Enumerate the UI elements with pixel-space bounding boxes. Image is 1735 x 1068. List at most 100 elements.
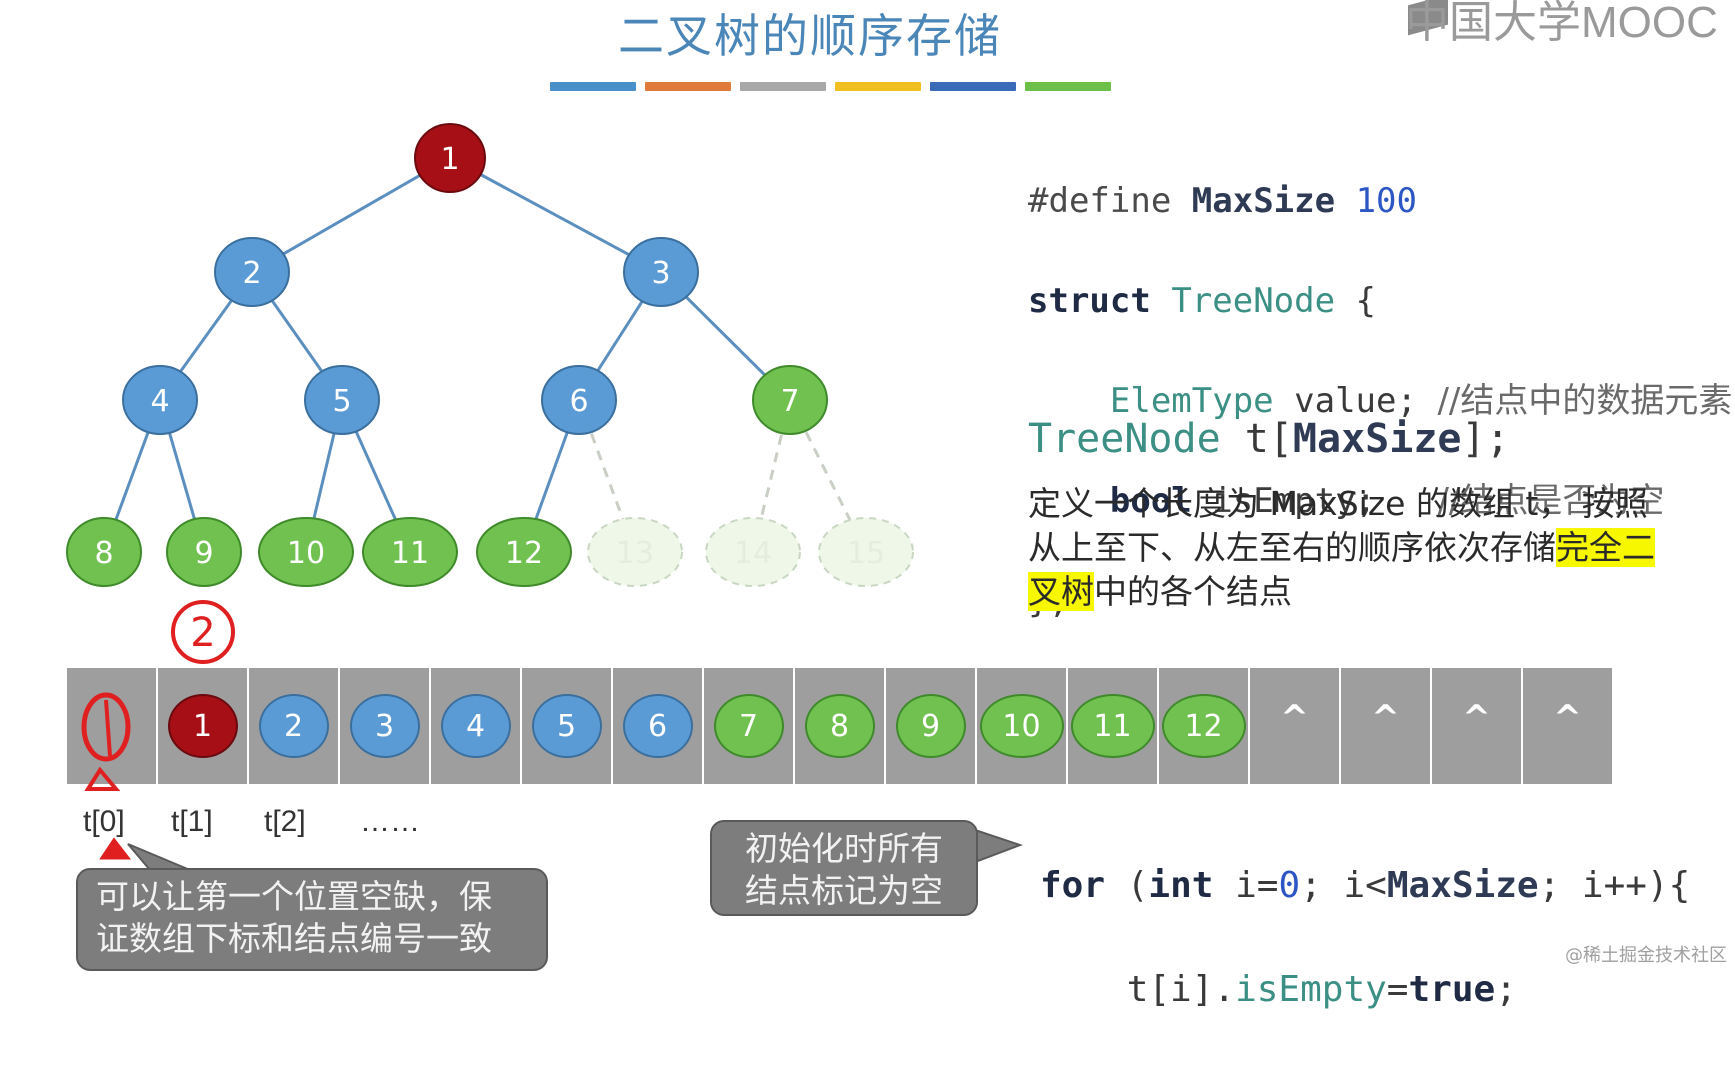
accent-bars	[550, 82, 1111, 91]
array-cell-15: ^	[1432, 668, 1523, 784]
tree-edge-1-3	[449, 156, 662, 274]
code-line-for: for (int i=0; i<MaxSize; i++){	[1040, 865, 1691, 906]
array-node-ball: 9	[895, 694, 966, 758]
tree-node-label: 6	[569, 384, 588, 419]
tree-node-label: 14	[734, 536, 772, 571]
accent-bar-1	[645, 82, 731, 91]
index-label-ellipsis: ……	[360, 805, 420, 838]
tree-node-label: 13	[616, 536, 654, 571]
code-line-isempty: bool isEmpty; //结点是否为空	[1109, 481, 1665, 521]
tree-node-3: 3	[623, 237, 699, 307]
array-cell-4: 4	[431, 668, 522, 784]
array-cell-2: 2	[249, 668, 340, 784]
tree-node-9: 9	[166, 517, 242, 587]
tree-node-label: 2	[242, 256, 261, 291]
array-cell-5: 5	[522, 668, 613, 784]
accent-bar-0	[550, 82, 636, 91]
array-cell-8: 8	[795, 668, 886, 784]
array-node-ball: 12	[1161, 694, 1246, 758]
tree-node-8: 8	[66, 517, 142, 587]
tree-edge-1-2	[251, 156, 451, 274]
watermark: @稀土掘金技术社区	[1565, 945, 1727, 966]
tree-node-10: 10	[258, 517, 354, 587]
array-declaration: TreeNode t[MaxSize];	[1028, 416, 1510, 462]
array-cell-10: 10	[977, 668, 1068, 784]
accent-bar-4	[930, 82, 1016, 91]
array-node-ball: 3	[349, 694, 420, 758]
tree-node-6: 6	[541, 365, 617, 435]
tree-node-4: 4	[122, 365, 198, 435]
callout-init-empty: 初始化时所有 结点标记为空	[710, 820, 978, 916]
struct-code-block: #define MaxSize 100 struct TreeNode { El…	[1028, 126, 1732, 676]
tree-node-7: 7	[752, 365, 828, 435]
array-cell-7: 7	[704, 668, 795, 784]
tree-node-label: 15	[847, 536, 885, 571]
tree-node-label: 11	[391, 536, 429, 571]
tree-node-label: 7	[780, 384, 799, 419]
svg-text:2: 2	[190, 610, 215, 656]
array-cell-11: 11	[1068, 668, 1159, 784]
tree-node-label: 5	[332, 384, 351, 419]
tree-node-label: 3	[651, 256, 670, 291]
accent-bar-2	[740, 82, 826, 91]
tree-node-13: 13	[587, 517, 683, 587]
array-cell-12: 12	[1159, 668, 1250, 784]
array-node-ball: 8	[804, 694, 875, 758]
warning-triangle-icon-2	[99, 837, 132, 860]
array-node-ball: 4	[440, 694, 511, 758]
warning-triangle-icon	[84, 766, 121, 791]
tree-node-15: 15	[818, 517, 914, 587]
callout-blank-slot: 可以让第一个位置空缺，保 证数组下标和结点编号一致	[76, 868, 548, 971]
tree-node-5: 5	[304, 365, 380, 435]
handwritten-annotations: 2	[81, 600, 1023, 871]
null-marker: ^	[1462, 698, 1491, 738]
array-node-ball: 11	[1070, 694, 1155, 758]
index-label-0: t[0]	[83, 805, 125, 838]
array-cell-14: ^	[1341, 668, 1432, 784]
array-cell-6: 6	[613, 668, 704, 784]
index-label-2: t[2]	[264, 805, 306, 838]
array-cell-9: 9	[886, 668, 977, 784]
tree-node-label: 12	[505, 536, 543, 571]
tree-node-label: 10	[287, 536, 325, 571]
array-cell-13: ^	[1250, 668, 1341, 784]
array-cell-1: 1	[158, 668, 249, 784]
tree-node-2: 2	[214, 237, 290, 307]
mooc-logo: 中国大学MOOC	[1405, 0, 1718, 47]
callout-mid-pointer	[974, 828, 1023, 864]
index-label-1: t[1]	[171, 805, 213, 838]
code-line-struct: struct TreeNode {	[1028, 281, 1377, 321]
null-marker: ^	[1371, 698, 1400, 738]
code-line-define: #define MaxSize 100	[1028, 181, 1417, 221]
slide-title: 二叉树的顺序存储	[618, 9, 1002, 63]
array-node-ball: 5	[531, 694, 602, 758]
circled-zero-annotation	[81, 692, 131, 762]
array-node-ball: 1	[167, 694, 238, 758]
array-node-ball: 10	[979, 694, 1064, 758]
array-node-ball: 6	[622, 694, 693, 758]
tree-node-14: 14	[705, 517, 801, 587]
tree-node-label: 1	[440, 142, 459, 177]
tree-node-label: 4	[150, 384, 169, 419]
description-text: 定义一个长度为 MaxSize 的数组 t， 按照从上至下、从左至右的顺序依次存…	[1028, 484, 1655, 611]
array-cell-3: 3	[340, 668, 431, 784]
code-line-value: ElemType value; //结点中的数据元素	[1109, 381, 1733, 421]
tree-node-11: 11	[362, 517, 458, 587]
array-node-ball: 2	[258, 694, 329, 758]
init-loop-code: for (int i=0; i<MaxSize; i++){ t[i].isEm…	[1040, 808, 1690, 1068]
accent-bar-3	[835, 82, 921, 91]
array-node-ball: 7	[713, 694, 784, 758]
array-cell-16: ^	[1523, 668, 1614, 784]
null-marker: ^	[1280, 698, 1309, 738]
tree-node-1: 1	[414, 123, 486, 193]
accent-bar-5	[1025, 82, 1111, 91]
tree-node-label: 8	[94, 536, 113, 571]
tree-node-label: 9	[194, 536, 213, 571]
null-marker: ^	[1553, 698, 1582, 738]
code-line-body: t[i].isEmpty=true;	[1040, 969, 1517, 1010]
circled-two-annotation: 2	[171, 600, 235, 664]
tree-node-12: 12	[476, 517, 572, 587]
callout-left-pointer	[127, 843, 191, 871]
